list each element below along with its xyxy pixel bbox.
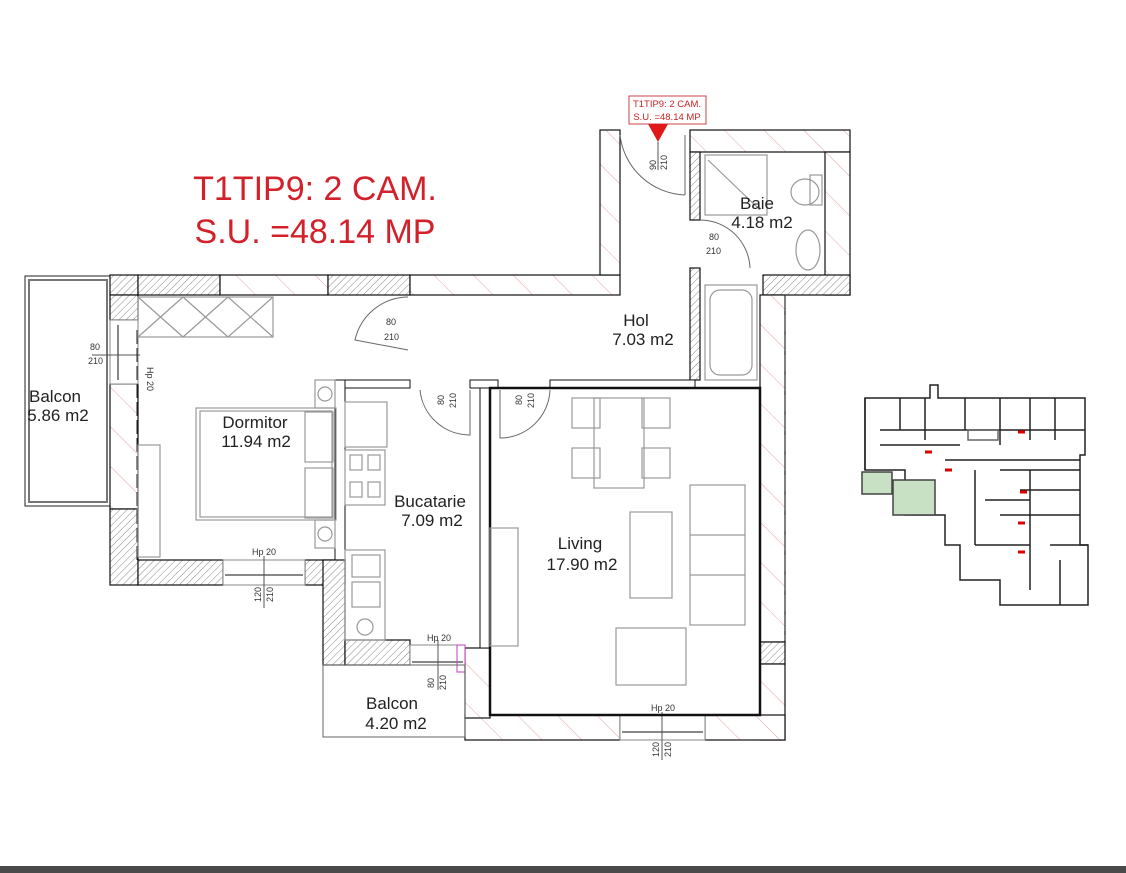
entrance-marker: T1TIP9: 2 CAM. S.U. =48.14 MP: [628, 95, 707, 170]
room-area-dormitor: 11.94 m2: [221, 432, 291, 451]
window-bottom-bar: [0, 866, 1126, 873]
door-dim-h: 210: [384, 332, 399, 342]
door-dim-w: 80: [436, 395, 446, 405]
window-dim-h: 210: [265, 587, 275, 602]
entrance-arrow-icon: [648, 124, 668, 142]
window-dim-w: 120: [253, 587, 263, 602]
window-dim-h: 210: [438, 675, 448, 690]
window-dim-w: 80: [426, 678, 436, 688]
window-sill: Hp 20: [651, 703, 675, 713]
door-dim-h: 210: [526, 393, 536, 408]
door-dim-h: 210: [706, 246, 721, 256]
window-dim-w: 80: [90, 342, 100, 352]
door-dim-h: 210: [448, 393, 458, 408]
key-plan: [861, 384, 1089, 606]
room-area-balcon-left: 5.86 m2: [27, 406, 88, 425]
window-dim-h: 210: [88, 356, 103, 366]
marker-line2: S.U. =48.14 MP: [633, 112, 700, 123]
door-dim-w: 80: [514, 395, 524, 405]
door-dim-w: 80: [709, 232, 719, 242]
door-dim-w: 90: [648, 160, 658, 170]
window-sill: Hp 20: [427, 633, 451, 643]
room-area-balcon-bottom: 4.20 m2: [365, 714, 426, 733]
window-sill: Hp 20: [252, 547, 276, 557]
windows: [92, 295, 786, 760]
room-name-bucatarie: Bucatarie: [394, 492, 466, 511]
room-name-baie: Baie: [740, 194, 774, 213]
window-sill: Hp 20: [145, 367, 155, 391]
doors: [354, 134, 751, 439]
walls: [109, 129, 851, 741]
room-area-living: 17.90 m2: [547, 555, 618, 574]
door-dim-h: 210: [659, 155, 669, 170]
room-area-bucatarie: 7.09 m2: [401, 511, 462, 530]
usable-area-title: S.U. =48.14 MP: [195, 213, 436, 251]
room-name-balcon-bottom: Balcon: [366, 694, 418, 713]
room-name-dormitor: Dormitor: [222, 413, 288, 432]
door-dim-w: 80: [386, 317, 396, 327]
room-name-hol: Hol: [623, 311, 649, 330]
marker-line1: T1TIP9: 2 CAM.: [633, 99, 701, 110]
room-name-living: Living: [558, 534, 602, 553]
door-dimensions: 90 210 80 210 80 210 80 210 80 210 80 21…: [88, 155, 721, 757]
furniture: [137, 154, 823, 686]
room-area-hol: 7.03 m2: [612, 330, 673, 349]
room-area-baie: 4.18 m2: [731, 213, 792, 232]
window-dim-w: 120: [651, 742, 661, 757]
balcony-left: [24, 275, 112, 507]
room-name-balcon-left: Balcon: [29, 387, 81, 406]
window-dim-h: 210: [663, 742, 673, 757]
apartment-title: T1TIP9: 2 CAM.: [193, 170, 437, 208]
